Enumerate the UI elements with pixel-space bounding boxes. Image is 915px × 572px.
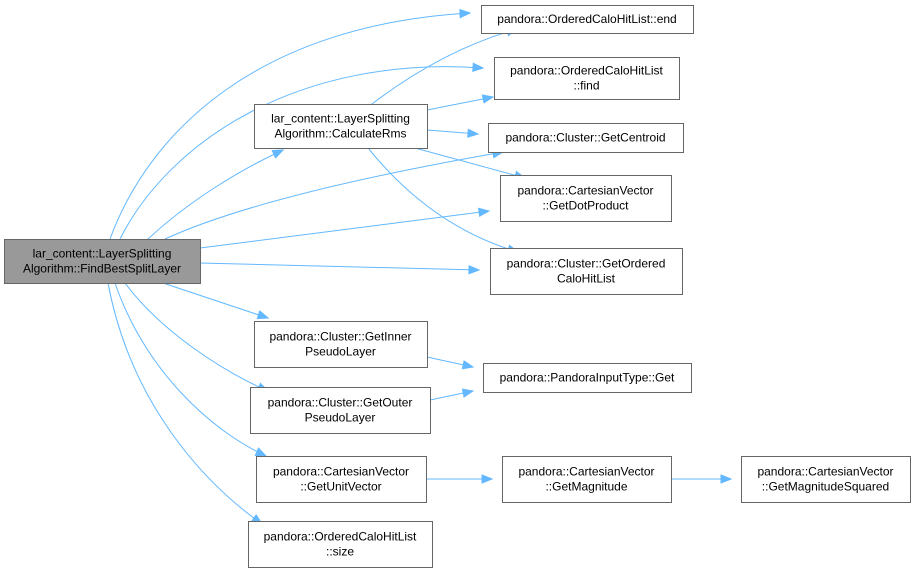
edge-find_best_split_layer-to-ordered_size <box>107 282 264 525</box>
edge-line <box>147 149 284 240</box>
node-ordered_size[interactable]: pandora::OrderedCaloHitList::size <box>248 521 433 568</box>
node-label-line: Algorithm::FindBestSplitLayer <box>23 262 181 276</box>
edge-arrowhead <box>271 149 285 159</box>
node-label-line: ::GetUnitVector <box>300 480 381 494</box>
node-label-line: lar_content::LayerSplitting <box>271 112 410 126</box>
node-box <box>741 456 911 503</box>
edge-arrowhead <box>481 94 495 104</box>
node-ordered_end[interactable]: pandora::OrderedCaloHitList::end <box>481 5 694 34</box>
node-box <box>490 248 683 295</box>
node-find_best_split_layer[interactable]: lar_content::LayerSplittingAlgorithm::Fi… <box>4 239 201 284</box>
node-box <box>4 239 201 284</box>
node-label-line: pandora::OrderedCaloHitList::end <box>497 12 676 26</box>
node-label-line: pandora::CartesianVector <box>273 465 409 479</box>
edge-line <box>164 151 504 240</box>
node-label-line: pandora::Cluster::GetInner <box>269 330 411 344</box>
node-get_magnitude_squared[interactable]: pandora::CartesianVector::GetMagnitudeSq… <box>741 456 911 503</box>
node-box <box>500 175 672 222</box>
node-box <box>481 5 694 34</box>
edge-find_best_split_layer-to-get_ordered_calo_hit_list <box>199 262 481 275</box>
edge-calculate_rms-to-ordered_find <box>426 94 495 111</box>
edge-get_magnitude-to-get_magnitude_squared <box>671 474 733 484</box>
node-box <box>502 456 672 503</box>
node-label-line: PseudoLayer <box>305 411 376 425</box>
node-get_unit_vector[interactable]: pandora::CartesianVector::GetUnitVector <box>256 456 427 503</box>
node-label-line: ::size <box>326 545 354 559</box>
node-label-line: pandora::Cluster::GetOrdered <box>507 257 666 271</box>
edge-calculate_rms-to-get_centroid <box>426 128 480 138</box>
edge-calculate_rms-to-get_ordered_calo_hit_list <box>367 147 520 254</box>
node-box <box>248 521 433 568</box>
edge-line <box>371 28 518 105</box>
edge-line <box>114 282 267 457</box>
edge-arrowhead <box>467 128 480 138</box>
node-label-line: pandora::CartesianVector <box>757 465 893 479</box>
edge-find_best_split_layer-to-get_unit_vector <box>114 282 268 457</box>
node-get_dot_product[interactable]: pandora::CartesianVector::GetDotProduct <box>500 175 672 222</box>
edge-line <box>367 147 519 253</box>
edge-find_best_split_layer-to-get_dot_product <box>199 207 491 249</box>
node-box <box>254 321 428 368</box>
edge-arrowhead <box>481 474 494 484</box>
node-calculate_rms[interactable]: lar_content::LayerSplittingAlgorithm::Ca… <box>254 104 428 149</box>
node-label-line: ::GetMagnitude <box>545 480 627 494</box>
node-get_centroid[interactable]: pandora::Cluster::GetCentroid <box>488 123 684 153</box>
edge-get_outer_pseudo_layer-to-pandora_input_type_get <box>429 388 475 401</box>
node-label-line: pandora::OrderedCaloHitList <box>264 530 417 544</box>
edge-line <box>107 282 263 525</box>
edge-arrowhead <box>477 207 491 218</box>
edge-arrowhead <box>256 310 270 320</box>
edge-line <box>124 282 269 392</box>
edge-arrowhead <box>461 388 475 398</box>
node-box <box>494 57 680 100</box>
node-label-line: ::GetDotProduct <box>542 199 629 213</box>
edge-arrowhead <box>461 360 475 370</box>
edge-find_best_split_layer-to-ordered_end <box>109 8 472 240</box>
edge-find_best_split_layer-to-calculate_rms <box>147 149 285 240</box>
node-label-line: pandora::OrderedCaloHitList <box>510 64 663 78</box>
edge-arrowhead <box>720 474 733 484</box>
node-ordered_find[interactable]: pandora::OrderedCaloHitList::find <box>494 57 680 100</box>
node-label-line: CaloHitList <box>557 272 616 286</box>
edge-line <box>414 147 526 179</box>
edge-get_inner_pseudo_layer-to-pandora_input_type_get <box>426 356 475 370</box>
node-box <box>250 387 431 434</box>
node-box <box>488 123 684 153</box>
node-label-line: Algorithm::CalculateRms <box>274 127 406 141</box>
node-box <box>254 104 428 149</box>
edge-arrowhead <box>254 447 268 457</box>
node-label-line: ::find <box>573 79 599 93</box>
edge-line <box>199 262 480 271</box>
edge-arrowhead <box>468 264 481 275</box>
edge-line <box>109 12 471 240</box>
edge-find_best_split_layer-to-get_outer_pseudo_layer <box>124 282 270 392</box>
node-label-line: pandora::PandoraInputType::Get <box>500 371 675 385</box>
node-get_magnitude[interactable]: pandora::CartesianVector::GetMagnitude <box>502 456 672 503</box>
node-label-line: lar_content::LayerSplitting <box>33 247 172 261</box>
edge-find_best_split_layer-to-get_inner_pseudo_layer <box>162 282 270 320</box>
edge-line <box>162 282 269 319</box>
node-box <box>483 363 692 393</box>
node-box <box>256 456 427 503</box>
node-label-line: pandora::CartesianVector <box>517 184 653 198</box>
edge-get_unit_vector-to-get_magnitude <box>426 474 494 484</box>
node-label-line: pandora::CartesianVector <box>518 465 654 479</box>
nodes-layer: lar_content::LayerSplittingAlgorithm::Fi… <box>4 5 911 568</box>
edge-line <box>426 96 494 111</box>
node-label-line: pandora::Cluster::GetCentroid <box>505 131 665 145</box>
node-label-line: PseudoLayer <box>305 345 376 359</box>
edge-arrowhead <box>472 62 485 72</box>
edge-find_best_split_layer-to-get_centroid <box>164 149 505 240</box>
node-label-line: ::GetMagnitudeSquared <box>762 480 889 494</box>
edge-arrowhead <box>459 8 472 19</box>
node-pandora_input_type_get[interactable]: pandora::PandoraInputType::Get <box>483 363 692 393</box>
edge-line <box>199 210 490 249</box>
edge-line <box>119 66 484 240</box>
edge-find_best_split_layer-to-ordered_find <box>119 62 485 240</box>
node-label-line: pandora::Cluster::GetOuter <box>268 396 413 410</box>
